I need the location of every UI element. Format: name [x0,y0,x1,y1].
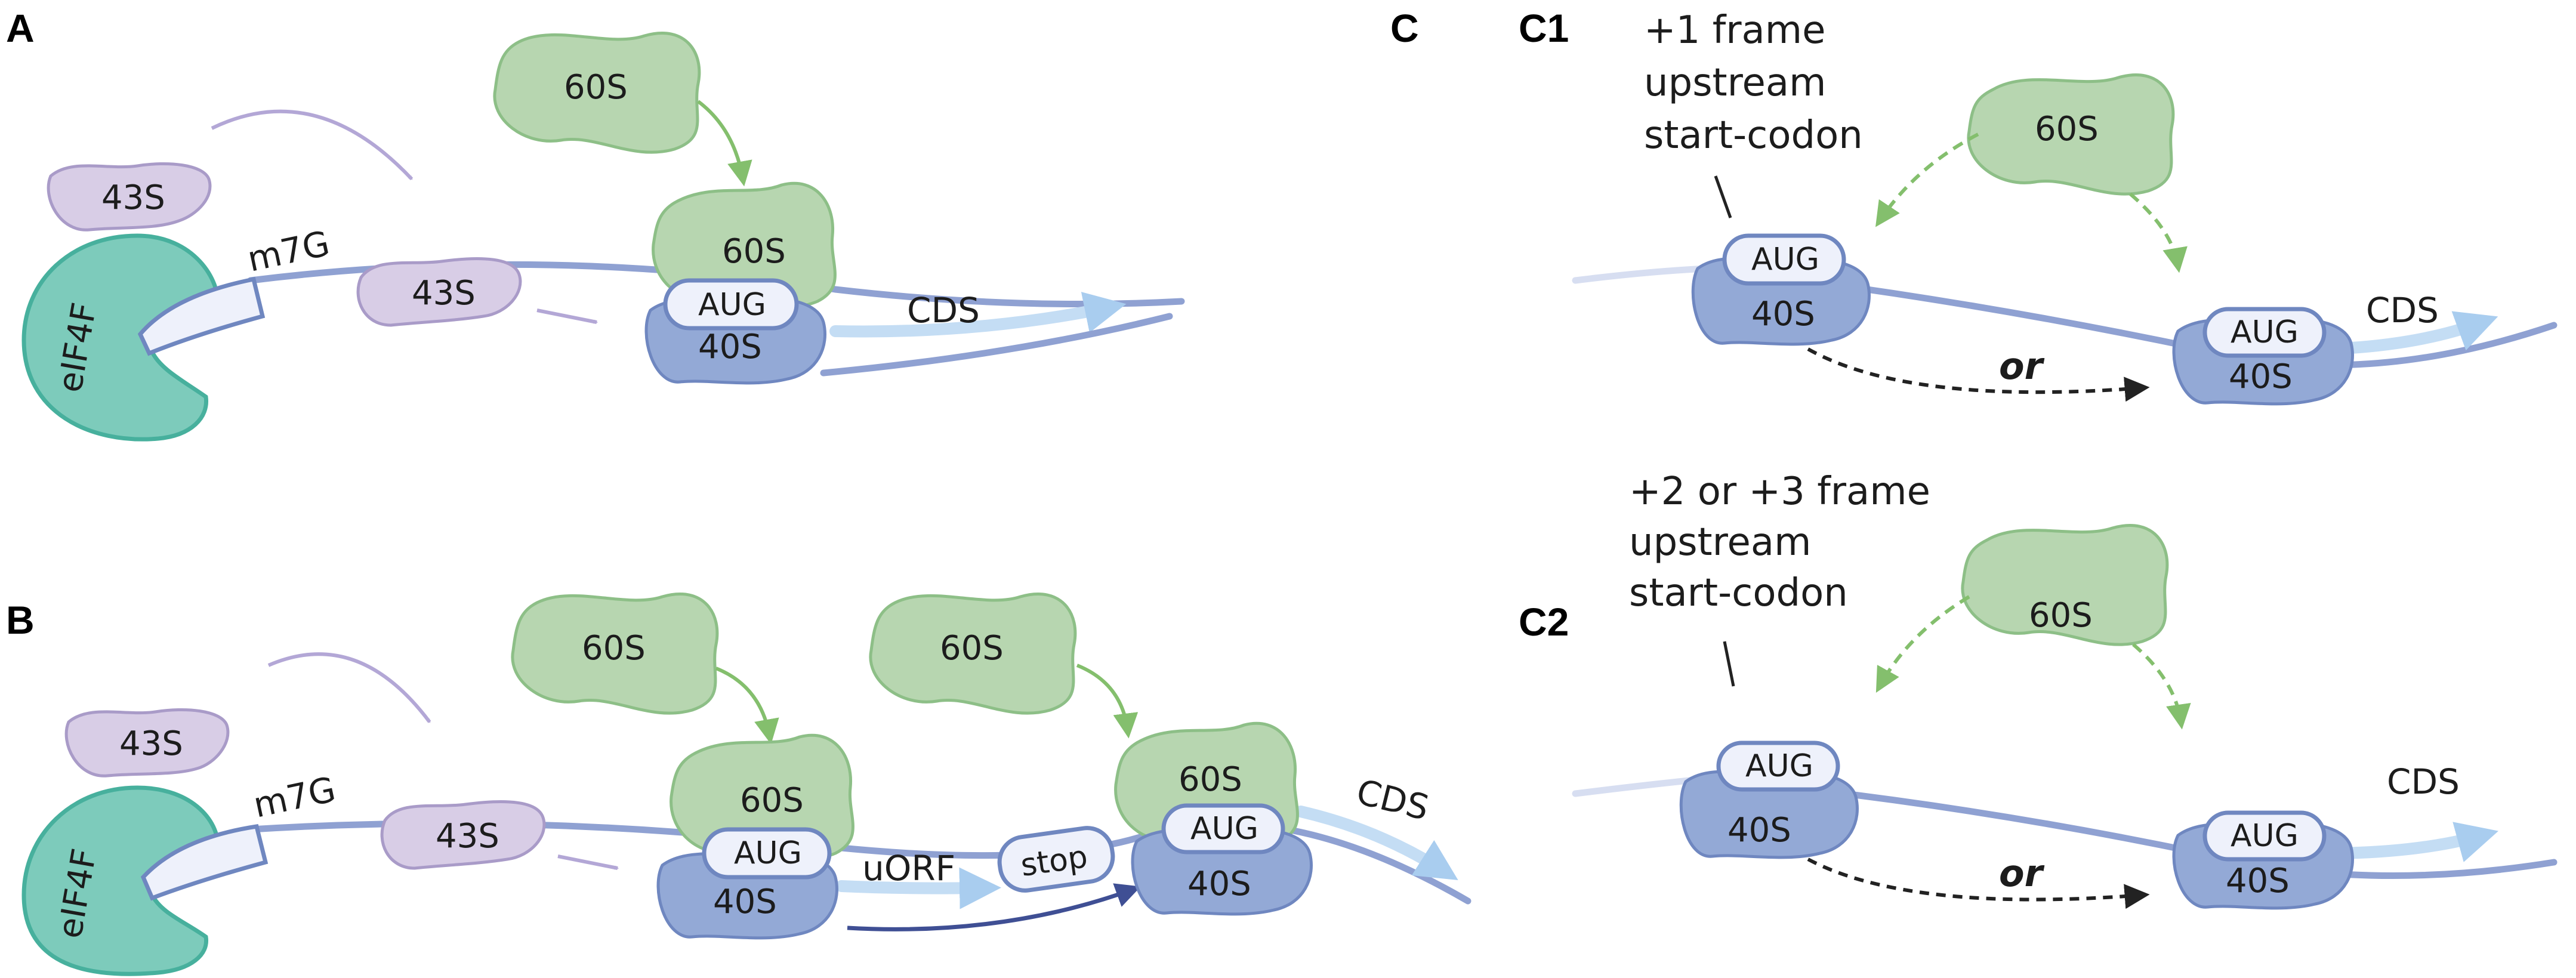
subunit-43s-label: 43S [119,724,183,763]
c2-note: +2 or +3 frame upstream start-codon [1629,470,1930,615]
subunit-60s-label: 60S [740,781,804,820]
subunit-43s-label: 43S [436,817,499,856]
join-arrow-dashed [1875,595,1970,693]
subunit-43s [47,162,212,232]
pointer-line [1723,641,1735,687]
aug-codon-label: AUG [698,287,766,323]
subunit-40s-label: 40S [2229,357,2293,396]
subunit-43s [64,708,230,778]
join-arrow [1076,664,1139,739]
subunit-60s [1967,73,2175,196]
cds-label: CDS [2387,761,2460,802]
aug-codon-label: AUG [734,835,802,871]
subunit-40s-label: 40S [698,328,762,366]
join-arrow-dashed [2129,192,2188,273]
or-label: or [1999,344,2045,388]
subunit-40s-label: 40S [1727,811,1791,850]
subunit-43s [380,800,546,870]
cds-arrow [829,292,1127,338]
join-arrow [715,667,779,745]
aug-codon-label: AUG [2231,314,2299,350]
recruit-arrow [267,652,431,723]
scan-arrow [557,854,619,870]
aug-codon [702,827,832,880]
panel-label-c: C [1390,6,1419,50]
scan-or-arrow [1807,857,2150,909]
pointer-line [1714,175,1732,218]
panel-c2: +2 or +3 frame upstream start-codon 40S … [1572,470,2558,910]
aug-codon [1716,741,1840,792]
aug-codon-label: AUG [1190,811,1258,847]
reinitiation-arrow [847,883,1141,931]
subunit-60s-label: 60S [2029,596,2093,635]
subunit-60s-label: 60S [722,232,786,271]
subunit-60s-label: 60S [940,629,1004,668]
c2-note-line-2: upstream [1629,520,1811,564]
m7g-label: m7G [250,769,339,825]
panel-b: eIF4F m7G 43S 43S 60S 60S 40S AUG uORF s… [21,593,1471,976]
or-label: or [1999,851,2045,895]
subunit-40s-label: 40S [713,883,777,921]
uorf-arrow [835,867,1001,909]
m7g-cap [140,824,269,901]
subunit-40s-label: 40S [2226,862,2290,900]
subunit-43s-label: 43S [101,178,165,217]
subunit-60s [493,32,701,154]
cds-arrow [1295,806,1458,881]
panel-label-b: B [6,598,35,642]
join-arrow-dashed [1875,132,1979,227]
cds-label: CDS [907,290,980,331]
aug-codon-label: AUG [1745,748,1813,784]
aug-codon-label: AUG [2231,818,2299,854]
uorf-label: uORF [862,848,955,888]
subunit-43s [356,257,522,327]
panel-c1: +1 frame upstream start-codon 40S AUG 60… [1572,8,2558,406]
aug-codon [2202,810,2327,862]
aug-codon-label: AUG [1751,242,1819,277]
c2-note-line-3: start-codon [1629,571,1848,615]
cds-label: CDS [1353,772,1433,828]
panel-label-a: A [6,6,35,50]
subunit-60s [652,181,837,309]
c1-note-line-1: +1 frame [1644,8,1825,53]
subunit-40s-label: 40S [1751,295,1815,334]
subunit-60s-label: 60S [1179,760,1242,799]
recruit-arrow [211,109,414,181]
join-arrow [697,100,752,187]
c1-note-line-2: upstream [1644,61,1826,105]
panel-label-c1: C1 [1519,6,1569,50]
aug-codon [2202,307,2327,358]
scan-or-arrow [1807,347,2150,402]
panel-a: eIF4F m7G 43S 43S 60S 60S 40S AUG CDS [21,32,1185,442]
c1-note: +1 frame upstream start-codon [1644,8,1863,158]
subunit-40s-label: 40S [1187,865,1251,903]
c1-note-line-3: start-codon [1644,113,1863,158]
panel-label-c2: C2 [1519,600,1569,644]
c2-note-line-1: +2 or +3 frame [1629,470,1930,514]
subunit-60s-label: 60S [564,68,628,107]
m7g-cap [137,276,266,356]
subunit-43s-label: 43S [412,274,476,313]
cds-label: CDS [2366,290,2439,331]
aug-codon [663,278,799,331]
subunit-60s-label: 60S [582,629,646,668]
stop-codon [997,826,1115,893]
subunit-60s [511,593,719,715]
mrna-strand-lower [820,313,1173,377]
scan-arrow [536,308,599,324]
join-arrow-dashed [2132,643,2191,730]
aug-codon [1722,233,1846,286]
subunit-60s-label: 60S [2035,110,2099,149]
subunit-60s [869,593,1077,715]
aug-codon [1161,803,1285,854]
mrna-strand-fade [1572,265,1710,284]
